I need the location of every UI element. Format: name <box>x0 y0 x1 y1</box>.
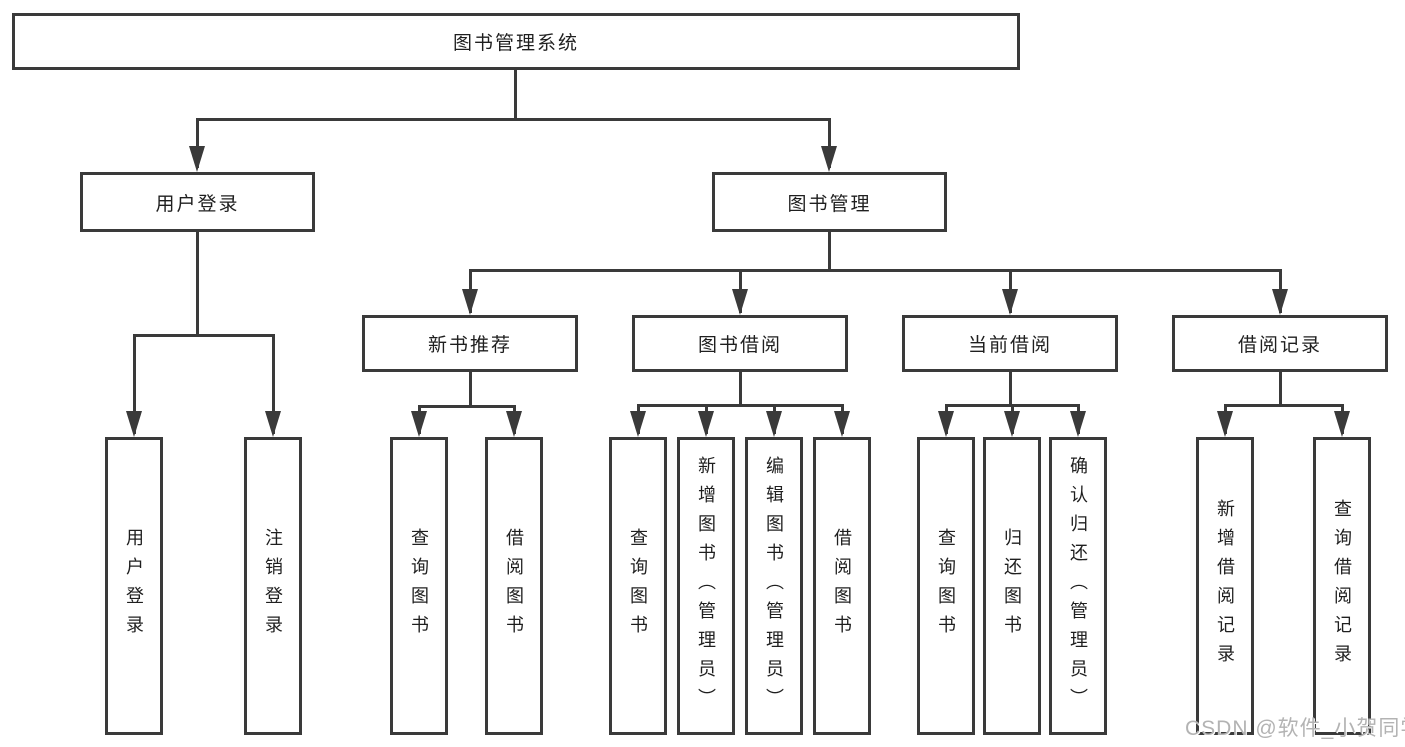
node-label: 归还图书 <box>1002 528 1022 644</box>
node-label: 确认归还（管理员） <box>1068 455 1088 717</box>
node-label: 用户登录 <box>155 193 240 215</box>
node-leaf-borrow-book-2: 借阅图书 <box>813 437 871 735</box>
node-leaf-user-login: 用户登录 <box>105 437 163 735</box>
node-current-borrowing: 当前借阅 <box>902 315 1118 372</box>
arrow-down-icon <box>411 411 427 437</box>
node-book-borrowing: 图书借阅 <box>632 315 848 372</box>
connector-line <box>469 372 472 407</box>
arrow-down-icon <box>732 289 748 315</box>
node-leaf-query-book-3: 查询图书 <box>917 437 975 735</box>
node-leaf-query-borrow-record: 查询借阅记录 <box>1313 437 1371 735</box>
node-borrow-records: 借阅记录 <box>1172 315 1388 372</box>
node-leaf-confirm-return-admin: 确认归还（管理员） <box>1049 437 1107 735</box>
node-leaf-query-book-2: 查询图书 <box>609 437 667 735</box>
arrow-down-icon <box>834 411 850 437</box>
node-label: 编辑图书（管理员） <box>764 455 784 717</box>
node-label: 图书管理系统 <box>452 33 579 54</box>
node-user-login: 用户登录 <box>80 172 315 232</box>
arrow-down-icon <box>766 411 782 437</box>
node-library-management-system: 图书管理系统 <box>12 13 1020 70</box>
node-leaf-return-book: 归还图书 <box>983 437 1041 735</box>
connector-line <box>133 334 136 434</box>
arrow-down-icon <box>1217 411 1233 437</box>
arrow-down-icon <box>1070 411 1086 437</box>
node-leaf-edit-book-admin: 编辑图书（管理员） <box>745 437 803 735</box>
connector-line <box>828 232 831 272</box>
watermark: CSDN @软件_小贺同学 <box>1185 717 1405 740</box>
node-label: 图书管理 <box>787 193 872 215</box>
arrow-down-icon <box>506 411 522 437</box>
connector-line <box>272 334 275 434</box>
arrow-down-icon <box>821 146 837 172</box>
connector-line <box>514 70 517 120</box>
arrow-down-icon <box>462 289 478 315</box>
connector-line <box>133 334 275 337</box>
node-label: 用户登录 <box>124 528 144 644</box>
node-book-management: 图书管理 <box>712 172 947 232</box>
connector-line <box>1224 404 1344 407</box>
node-leaf-add-book-admin: 新增图书（管理员） <box>677 437 735 735</box>
node-label: 借阅记录 <box>1237 335 1322 356</box>
connector-line <box>196 118 199 168</box>
arrow-down-icon <box>1272 289 1288 315</box>
arrow-down-icon <box>630 411 646 437</box>
connector-line <box>828 118 831 168</box>
node-leaf-logout: 注销登录 <box>244 437 302 735</box>
arrow-down-icon <box>698 411 714 437</box>
connector-line <box>739 372 742 407</box>
arrow-down-icon <box>126 411 142 437</box>
node-label: 借阅图书 <box>832 528 852 644</box>
node-label: 借阅图书 <box>504 528 524 644</box>
node-label: 查询图书 <box>409 528 429 644</box>
node-leaf-borrow-book-1: 借阅图书 <box>485 437 543 735</box>
connector-line <box>469 269 1282 272</box>
node-label: 当前借阅 <box>967 335 1052 356</box>
node-label: 新增图书（管理员） <box>696 455 716 717</box>
node-label: 注销登录 <box>263 528 283 644</box>
arrow-down-icon <box>938 411 954 437</box>
node-label: 查询图书 <box>936 528 956 644</box>
node-label: 新增借阅记录 <box>1215 499 1235 673</box>
node-leaf-query-book-1: 查询图书 <box>390 437 448 735</box>
node-label: 新书推荐 <box>427 335 512 356</box>
connector-line <box>1009 372 1012 407</box>
node-label: 查询图书 <box>628 528 648 644</box>
node-label: 查询借阅记录 <box>1332 499 1352 673</box>
arrow-down-icon <box>1004 411 1020 437</box>
arrow-down-icon <box>189 146 205 172</box>
connector-line <box>418 405 516 408</box>
connector-line <box>196 118 831 121</box>
node-new-book-recommend: 新书推荐 <box>362 315 578 372</box>
connector-line <box>637 404 844 407</box>
node-label: 图书借阅 <box>697 335 782 356</box>
node-leaf-add-borrow-record: 新增借阅记录 <box>1196 437 1254 735</box>
arrow-down-icon <box>1334 411 1350 437</box>
arrow-down-icon <box>265 411 281 437</box>
arrow-down-icon <box>1002 289 1018 315</box>
connector-line <box>1279 372 1282 407</box>
connector-line <box>196 232 199 337</box>
